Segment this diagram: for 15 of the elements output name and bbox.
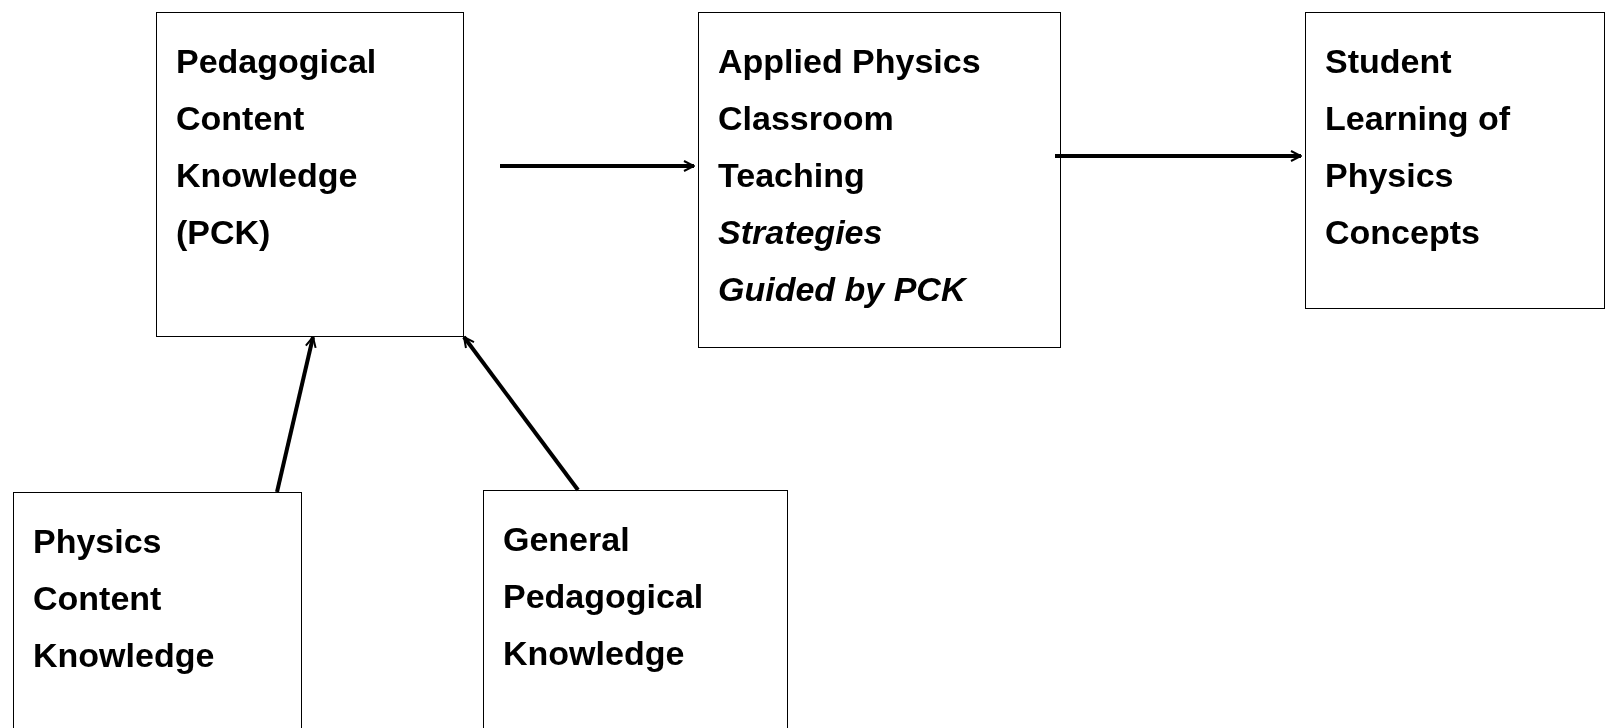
text-box [698,12,1061,348]
arrow [1055,150,1302,162]
box-label: Pedagogical Content Knowledge (PCK) [176,41,378,253]
box-label: Student Learning of Physics Concepts [1325,41,1512,253]
text-box [1305,12,1605,309]
arrow [275,336,317,493]
arrow [500,160,695,172]
box-label: Strategies Guided by PCK [718,212,968,310]
box-label: Applied Physics Classroom Teaching [718,41,982,196]
arrow [462,335,580,492]
text-box [13,492,302,728]
box-label: General Pedagogical Knowledge [503,519,705,674]
text-box [156,12,464,337]
box-label: Physics Content Knowledge [33,521,216,676]
text-box [483,490,788,728]
